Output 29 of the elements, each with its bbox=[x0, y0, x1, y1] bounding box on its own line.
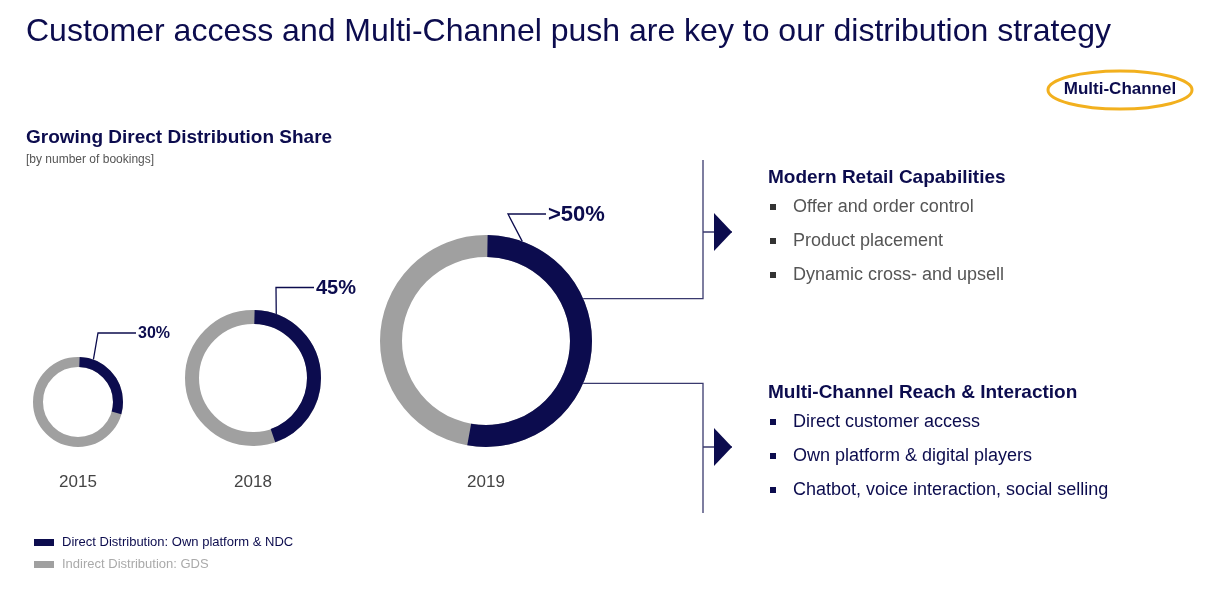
leader-line bbox=[92, 332, 137, 361]
bullet-item: Own platform & digital players bbox=[768, 445, 1109, 466]
bullet-item: Product placement bbox=[768, 230, 1006, 251]
year-label: 2019 bbox=[466, 472, 506, 492]
chart-subtitle: [by number of bookings] bbox=[26, 152, 155, 166]
donut-chart bbox=[33, 357, 123, 447]
legend-label: Indirect Distribution: GDS bbox=[62, 556, 209, 571]
donut-chart bbox=[185, 310, 321, 446]
bracket-arrow bbox=[582, 382, 733, 514]
section-heading: Modern Retail Capabilities bbox=[768, 166, 1006, 188]
donut-chart bbox=[380, 235, 592, 447]
bullet-item: Offer and order control bbox=[768, 196, 1006, 217]
badge bbox=[1045, 68, 1195, 112]
badge-text: Multi-Channel bbox=[1062, 79, 1178, 99]
leader-line bbox=[275, 286, 315, 315]
chart-heading: Growing Direct Distribution Share bbox=[26, 126, 333, 148]
bullet-item: Direct customer access bbox=[768, 411, 1109, 432]
percentage-label: >50% bbox=[548, 201, 605, 227]
legend-label: Direct Distribution: Own platform & NDC bbox=[62, 534, 294, 549]
year-label: 2018 bbox=[233, 472, 273, 492]
section-heading: Multi-Channel Reach & Interaction bbox=[768, 381, 1079, 403]
bullet-item: Dynamic cross- and upsell bbox=[768, 264, 1006, 285]
leader-line bbox=[506, 213, 547, 243]
percentage-label: 45% bbox=[316, 276, 357, 299]
year-label: 2015 bbox=[58, 472, 98, 492]
slide-title: Customer access and Multi-Channel push are key to our distribution strategy bbox=[26, 12, 1111, 49]
bullet-item: Chatbot, voice interaction, social selling bbox=[768, 479, 1109, 500]
percentage-label: 30% bbox=[138, 324, 171, 342]
bracket-arrow bbox=[582, 159, 733, 300]
